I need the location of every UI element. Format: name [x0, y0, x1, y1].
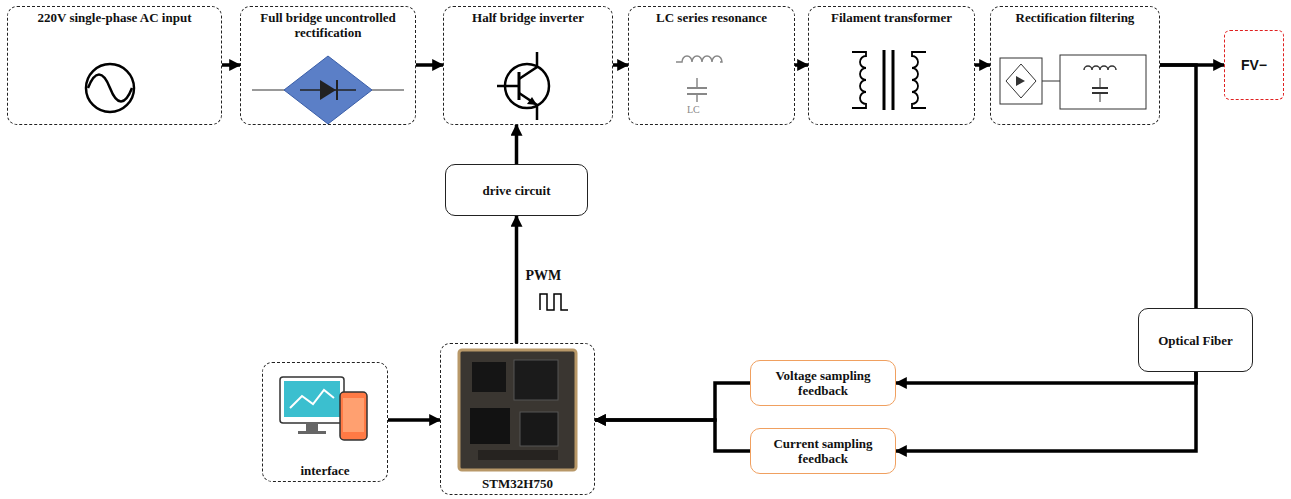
voltage-feedback-box: Voltage sampling feedback [750, 360, 896, 406]
chart-line [290, 390, 334, 408]
connector-arrow [975, 63, 990, 67]
node-label: Half bridge inverter [448, 10, 608, 25]
transformer-box: Filament transformer [808, 6, 975, 125]
monitor-icon [280, 377, 344, 423]
connector-arrow [222, 63, 240, 67]
diode-symbol [320, 80, 336, 100]
connector-arrow [613, 63, 628, 67]
capacitor-lead [696, 94, 698, 102]
diode-bridge-symbol [284, 56, 372, 124]
transformer-core [883, 50, 886, 110]
monitor-base [298, 431, 326, 434]
node-label: LC series resonance [633, 10, 790, 25]
filter-box: Rectification filtering [990, 6, 1160, 125]
capacitor-lead [1100, 93, 1101, 102]
chip-component [478, 450, 558, 460]
connector-arrow [896, 372, 1196, 383]
chip-component [470, 408, 510, 444]
connector-arrow [896, 372, 1196, 451]
signal-lead [1042, 81, 1060, 82]
node-label: Voltage sampling feedback [755, 368, 891, 398]
inverter-box: Half bridge inverter [443, 6, 613, 125]
node-label: interface [267, 463, 383, 478]
monitor-screen [284, 381, 340, 417]
fiber-box: Optical Fiber [1138, 308, 1253, 372]
inductor-symbol [676, 56, 722, 62]
signal-label: PWM [526, 268, 562, 284]
chip-component [520, 412, 558, 446]
ac-source-symbol [86, 64, 134, 112]
diode-bar [336, 80, 338, 100]
mcu-box: STM32H750 [440, 343, 595, 495]
node-label: STM32H750 [445, 476, 590, 491]
node-label: Current sampling feedback [755, 436, 891, 466]
node-label: Optical Fiber [1143, 333, 1248, 348]
diode-symbol [1016, 76, 1025, 86]
connector-arrow [388, 418, 440, 422]
emitter-arrow [527, 97, 537, 105]
connector-arrow [515, 216, 519, 343]
primary-coil [852, 52, 866, 108]
chip-component [472, 362, 506, 392]
node-label: Full bridge uncontrolled rectification [245, 10, 411, 40]
chip-board-image [459, 350, 576, 470]
interface-box: interface [262, 362, 388, 482]
monitor-stand [306, 423, 318, 431]
node-label: Rectification filtering [995, 10, 1155, 25]
connector-arrow [595, 383, 750, 420]
phone-screen [343, 398, 364, 432]
pwm-waveform [540, 294, 568, 310]
ac-input-box: 220V single-phase AC input [7, 6, 222, 125]
node-label: FV− [1229, 58, 1279, 73]
connector-arrow [515, 125, 519, 164]
rectifier-box: Full bridge uncontrolled rectification [240, 6, 416, 125]
node-label: drive circuit [450, 183, 583, 198]
transistor-base [497, 85, 519, 88]
secondary-coil [912, 52, 926, 108]
chip-component [514, 360, 558, 400]
transistor-emitter [519, 93, 537, 120]
connector-arrow [416, 63, 443, 67]
capacitor-plate [687, 87, 707, 89]
node-label: 220V single-phase AC input [12, 10, 217, 25]
connector-arrow [1160, 65, 1196, 308]
transistor-collector [519, 52, 537, 79]
current-feedback-box: Current sampling feedback [750, 428, 896, 474]
rectifier-block [1000, 58, 1042, 104]
resonance-box: LC series resonance [628, 6, 795, 125]
rectifier-bridge [1006, 64, 1036, 98]
inductor-symbol [1084, 66, 1116, 70]
connector-arrow [795, 63, 808, 67]
component-label: LC [687, 104, 700, 115]
capacitor-lead [696, 78, 698, 88]
sine-wave [88, 75, 132, 102]
phone-icon [340, 392, 367, 440]
output-box: FV− [1224, 30, 1284, 100]
transformer-core [892, 50, 895, 110]
connector-arrow [595, 420, 750, 451]
filter-block [1060, 55, 1146, 109]
driver-box: drive circuit [445, 164, 588, 216]
capacitor-plate [1092, 87, 1108, 89]
node-label: Filament transformer [813, 10, 970, 25]
capacitor-lead [1100, 78, 1101, 88]
